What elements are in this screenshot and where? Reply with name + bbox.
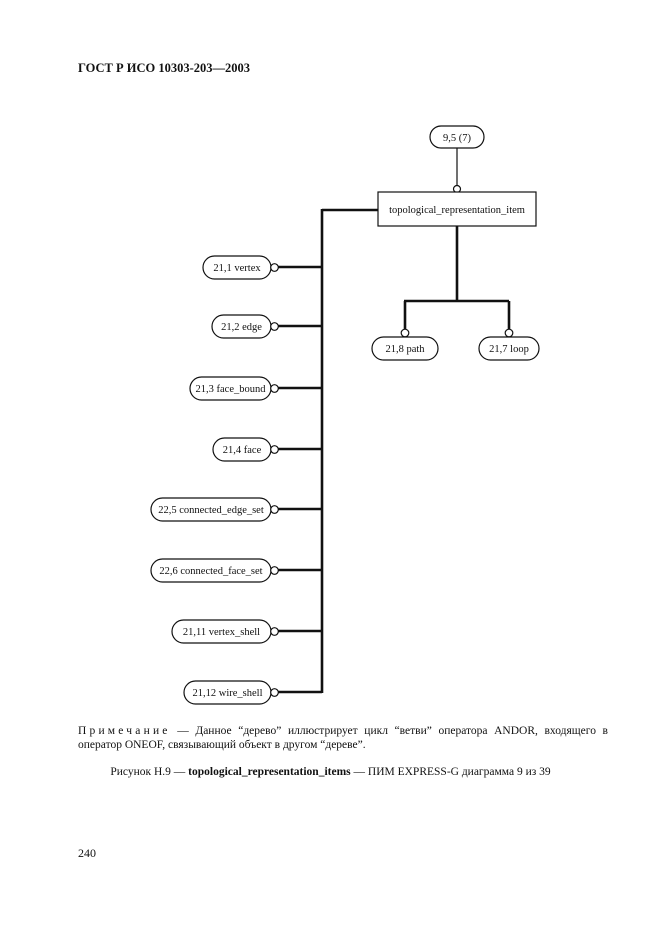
left-node: 21,12 wire_shell bbox=[183, 680, 322, 705]
left-node: 21,11 vertex_shell bbox=[171, 619, 322, 644]
document-header: ГОСТ Р ИСО 10303-203—2003 bbox=[78, 61, 251, 75]
node-wire-shell-label: 21,12 wire_shell bbox=[193, 688, 263, 699]
left-node: 21,1 vertex bbox=[202, 255, 322, 280]
node-path-label: 21,8 path bbox=[385, 344, 425, 355]
left-node: 22,6 connected_face_set bbox=[150, 558, 322, 583]
caption-prefix: Рисунок Н.9 — bbox=[110, 766, 189, 778]
node-edge-label: 21,2 edge bbox=[221, 322, 262, 333]
node-vertex-label: 21,1 vertex bbox=[213, 263, 261, 274]
left-node: 21,2 edge bbox=[211, 314, 322, 339]
node-connected-face-set-label: 22,6 connected_face_set bbox=[159, 566, 262, 577]
node-path-box bbox=[371, 336, 439, 361]
note-label: Примечание bbox=[78, 725, 171, 737]
left-node: 21,4 face bbox=[212, 437, 322, 462]
top-node-label: 9,5 (7) bbox=[443, 133, 471, 144]
path-circle bbox=[400, 328, 410, 338]
left-node: 22,5 connected_edge_set bbox=[150, 497, 322, 522]
caption-suffix: — ПИМ EXPRESS-G диаграмма 9 из 39 bbox=[350, 766, 551, 778]
node-loop-label: 21,7 loop bbox=[489, 344, 529, 355]
figure-caption: Рисунок Н.9 — topological_representation… bbox=[0, 766, 661, 778]
note-text: — Данное “дерево” иллюстрирует цикл “вет… bbox=[78, 725, 608, 751]
figure-note: Примечание — Данное “дерево” иллюстрируе… bbox=[78, 724, 608, 752]
loop-circle bbox=[504, 328, 514, 338]
node-face-bound-label: 21,3 face_bound bbox=[196, 384, 267, 395]
node-loop-box bbox=[478, 336, 540, 361]
page-number: 240 bbox=[78, 846, 96, 860]
caption-entity-name: topological_representation_items bbox=[188, 766, 351, 778]
node-face-label: 21,4 face bbox=[223, 445, 262, 456]
entity-label: topological_representation_item bbox=[389, 205, 525, 216]
entity-box bbox=[377, 191, 537, 227]
node-vertex-shell-label: 21,11 vertex_shell bbox=[183, 627, 260, 638]
node-connected-edge-set-label: 22,5 connected_edge_set bbox=[158, 505, 264, 516]
left-node: 21,3 face_bound bbox=[189, 376, 322, 401]
